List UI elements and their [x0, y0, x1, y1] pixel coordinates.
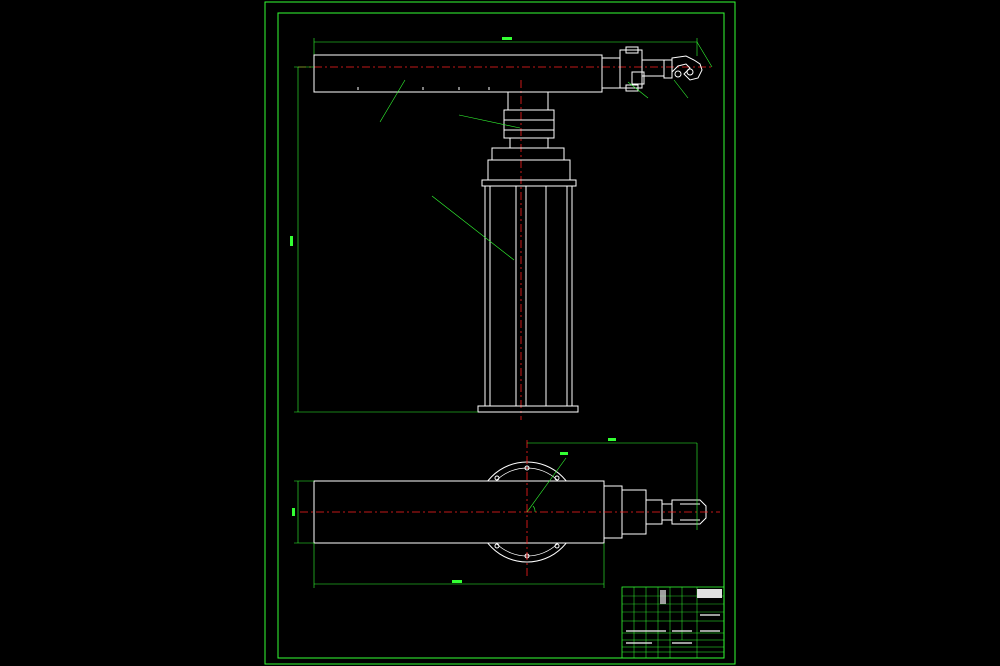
- dim-label-plan-length: [452, 580, 462, 583]
- vertical-column: [484, 185, 573, 407]
- dim-label-top-length: [502, 37, 512, 40]
- rotary-joint-upper: [507, 91, 549, 111]
- column-flange: [491, 147, 565, 161]
- wrist-housing: [601, 57, 621, 89]
- horizontal-arm: [313, 54, 603, 93]
- leader-angle: [526, 457, 567, 513]
- leader-wrist: [627, 81, 649, 99]
- dim-label-height: [290, 236, 293, 246]
- title-block: [621, 586, 725, 659]
- dim-label-width: [292, 508, 295, 516]
- leader-arm: [379, 79, 406, 123]
- plan-view: [292, 438, 720, 588]
- title-block-logo: [697, 589, 722, 598]
- front-view: [290, 37, 713, 420]
- gripper-plan: [671, 499, 707, 525]
- leader-column: [431, 195, 515, 261]
- column-base: [477, 405, 579, 413]
- dim-label-reach: [608, 438, 616, 441]
- leader-rotary-joint: [458, 114, 521, 129]
- leader-gripper: [673, 79, 689, 99]
- inner-frame: [277, 12, 725, 659]
- outer-frame: [264, 1, 736, 665]
- gripper-jaws: [671, 55, 703, 81]
